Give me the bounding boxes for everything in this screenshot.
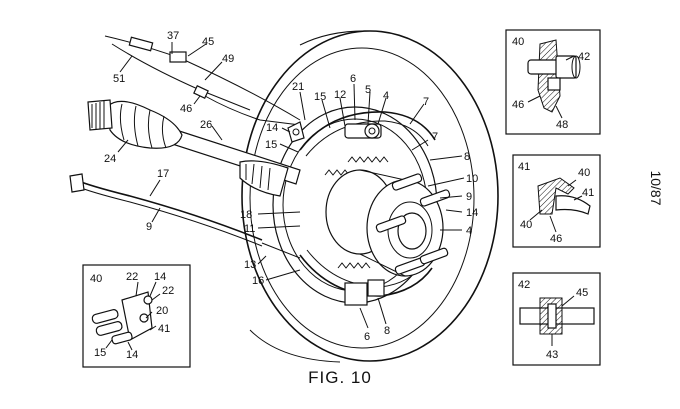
callout-37: 37 [167,30,179,42]
wheel-cylinder [345,124,381,138]
detail-41-40-top: 40 [578,167,590,179]
cv-joint-boot [88,100,182,148]
callout-6-bottom: 6 [364,331,370,343]
detail-41-41: 41 [582,187,594,199]
callout-26: 26 [200,119,212,131]
detail-42-label: 42 [518,279,530,291]
callout-6: 6 [350,73,356,85]
callout-7-lower: 7 [432,131,438,143]
detail-40-top-48: 48 [556,119,568,131]
detail-40-left-15: 15 [94,347,106,359]
callout-16: 16 [252,275,264,287]
detail-40-top-46: 46 [512,99,524,111]
callout-8-bottom: 8 [384,325,390,337]
detail-42-45: 45 [576,287,588,299]
callout-11: 11 [244,223,255,235]
callout-18: 18 [240,209,252,221]
adjuster-bracket [345,280,384,305]
callout-13: 13 [244,259,256,271]
callout-24: 24 [104,153,116,165]
callout-10: 10 [466,173,478,185]
callout-45: 45 [202,36,214,48]
figure-caption: FIG. 10 [0,368,680,388]
detail-42-43: 43 [546,349,558,361]
callout-7-upper: 7 [423,96,429,108]
callout-4-right: 4 [466,225,472,237]
callout-15-top: 15 [314,91,326,103]
callout-21: 21 [292,81,304,93]
callout-14-right: 14 [466,207,478,219]
callout-46: 46 [180,103,192,115]
callout-51: 51 [113,73,125,85]
detail-40-left-14-top: 14 [154,271,166,283]
detail-40-top-42: 42 [578,51,590,63]
detail-40-left-41: 41 [158,323,170,335]
callout-15-left: 15 [265,139,277,151]
callout-14-left: 14 [266,122,278,134]
callout-9-left: 9 [146,221,152,233]
drive-shaft [166,128,300,196]
callout-49: 49 [222,53,234,65]
detail-40-top: 40 42 46 48 [506,30,600,134]
detail-40-left-14-bottom: 14 [126,349,138,361]
bracket-14 [288,122,304,142]
callout-17: 17 [157,168,169,180]
callout-4-top: 4 [383,90,389,102]
callout-12: 12 [334,89,346,101]
detail-42: 42 45 43 [513,273,600,365]
detail-41-label: 41 [518,161,530,173]
detail-40-left-20: 20 [156,305,168,317]
callout-5: 5 [365,84,371,96]
callout-8-right: 8 [464,151,470,163]
callout-9-right: 9 [466,191,472,203]
detail-40-left-22-top: 22 [126,271,138,283]
detail-41-40-bottom: 40 [520,219,532,231]
detail-40-left-22-right: 22 [162,285,174,297]
detail-40-top-label: 40 [512,36,524,48]
detail-40-left-label: 40 [90,273,102,285]
detail-40-left: 40 22 14 22 20 41 15 14 [83,265,190,367]
detail-41-46: 46 [550,233,562,245]
detail-41: 41 40 41 40 46 [513,155,600,247]
sheet-number: 10/87 [648,168,664,208]
